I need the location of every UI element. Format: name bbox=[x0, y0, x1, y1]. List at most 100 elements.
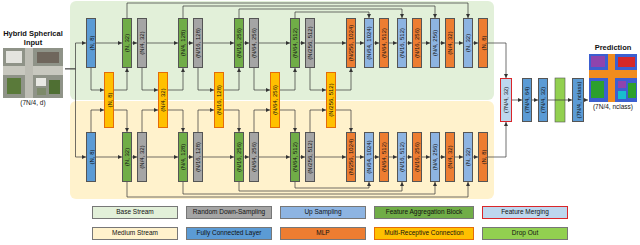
connector bbox=[239, 182, 402, 191]
legend-text: Up Sampling bbox=[304, 209, 341, 216]
block-label: (N/64, 512) bbox=[292, 28, 298, 58]
connector bbox=[280, 68, 295, 90]
feature-aggregation-block: (N/16, 256) bbox=[234, 132, 244, 182]
connector bbox=[224, 110, 239, 132]
block-label: (N/256, 1024) bbox=[348, 25, 354, 62]
feature-aggregation-block: (N/64, 512) bbox=[290, 132, 300, 182]
up-sampling-block: (N, 32) bbox=[463, 132, 473, 182]
block-label: (N/16, 256) bbox=[414, 28, 420, 58]
block-label: (7N/4, 64) bbox=[524, 87, 530, 114]
block-label: (N, 32) bbox=[465, 148, 471, 166]
connector bbox=[280, 110, 295, 132]
point-cloud-patch bbox=[49, 80, 60, 94]
connector bbox=[512, 100, 522, 101]
random-down-sampling-block: (N/4, 32) bbox=[137, 132, 147, 182]
up-sampling-block: (N/64, 1024) bbox=[364, 18, 374, 68]
block-label: (N/64, 512) bbox=[381, 142, 387, 172]
block-label: (7N/4, nclass) bbox=[575, 81, 581, 118]
node-title: Hybrid Spherical Input bbox=[1, 30, 65, 47]
block-label: (N/64, 256) bbox=[272, 85, 278, 115]
legend-text: Feature Aggregation Block bbox=[386, 209, 463, 216]
connector bbox=[254, 68, 270, 90]
block-label: (N, 8) bbox=[480, 150, 486, 165]
block-label: (N/16, 128) bbox=[195, 142, 201, 172]
mlp-block: (N/64, 512) bbox=[379, 18, 389, 68]
connector bbox=[168, 110, 183, 132]
point-cloud-patch bbox=[7, 78, 21, 94]
input-point-cloud bbox=[3, 48, 63, 98]
random-down-sampling-block: (N/256, 512) bbox=[305, 132, 315, 182]
connector bbox=[91, 110, 104, 132]
mlp-block: (N/16, 256) bbox=[412, 18, 422, 68]
point-cloud-patch bbox=[36, 78, 46, 86]
legend-text: Medium Stream bbox=[112, 230, 158, 237]
legend-swatch: Feature Merging bbox=[482, 206, 568, 219]
node-title: Prediction bbox=[588, 44, 638, 53]
fully-connected-block: (N, 8) bbox=[86, 18, 96, 68]
segmentation-patch bbox=[618, 81, 626, 88]
feature-aggregation-block: (N/64, 512) bbox=[290, 18, 300, 68]
connector bbox=[455, 43, 463, 44]
mlp-block: (N/256, 1024) bbox=[346, 18, 356, 68]
up-sampling-block: (N/4, 256) bbox=[430, 132, 440, 182]
legend-swatch: Multi-Receptive Connection bbox=[374, 227, 474, 240]
random-down-sampling-block: (N/64, 256) bbox=[249, 18, 259, 68]
connector bbox=[488, 122, 506, 157]
connector bbox=[147, 43, 178, 44]
connector bbox=[356, 43, 364, 44]
segmentation-patch bbox=[589, 54, 637, 102]
mlp-block: (N, 8) bbox=[478, 18, 488, 68]
block-label: (N/16, 512) bbox=[399, 28, 405, 58]
shape-label: (7N/4, nclass) bbox=[588, 103, 638, 111]
mlp-block: (N/64, 512) bbox=[379, 132, 389, 182]
block-label: (N/64, 512) bbox=[381, 28, 387, 58]
connector bbox=[336, 110, 351, 132]
connector bbox=[259, 43, 290, 44]
legend-swatch: Fully Connected Layer bbox=[186, 227, 272, 240]
segmentation-patch bbox=[608, 54, 615, 102]
block-label: (N/4, 256) bbox=[432, 30, 438, 57]
point-cloud-patch bbox=[37, 52, 59, 63]
up-sampling-block: (N/64, 1024) bbox=[364, 132, 374, 182]
block-label: (N/256, 512) bbox=[307, 140, 313, 173]
block-label: (N/64, 256) bbox=[251, 28, 257, 58]
block-label: (N/4, 256) bbox=[432, 144, 438, 171]
legend-text: MLP bbox=[316, 230, 329, 237]
segmentation-patch bbox=[618, 57, 635, 67]
point-cloud-patch bbox=[6, 51, 22, 63]
block-label: (N/4, 32) bbox=[447, 31, 453, 54]
connector bbox=[259, 157, 290, 158]
feature-aggregation-block: (N, 32) bbox=[122, 18, 132, 68]
prediction-node: Prediction (7N/4, nclass) bbox=[588, 44, 638, 111]
mlp-block: (N/256, 1024) bbox=[346, 132, 356, 182]
connector bbox=[315, 43, 346, 44]
block-label: (N/64, 256) bbox=[251, 142, 257, 172]
legend-swatch: Up Sampling bbox=[280, 206, 366, 219]
connector bbox=[224, 68, 239, 90]
legend-text: Drop Out bbox=[512, 230, 538, 237]
block-label: (N, 8) bbox=[88, 36, 94, 51]
fully-connected-block: (7N/4, 64) bbox=[522, 78, 532, 122]
block-label: (N/16, 128) bbox=[195, 28, 201, 58]
legend-text: Multi-Receptive Connection bbox=[384, 230, 463, 237]
mlp-block: (N/4, 32) bbox=[445, 132, 455, 182]
random-down-sampling-block: (N/64, 256) bbox=[249, 132, 259, 182]
up-sampling-block: (N/16, 512) bbox=[397, 132, 407, 182]
block-label: (N/64, 512) bbox=[292, 142, 298, 172]
legend-swatch: MLP bbox=[280, 227, 366, 240]
block-label: (N/64, 1024) bbox=[366, 140, 372, 173]
connector bbox=[455, 157, 463, 158]
random-down-sampling-block: (N/16, 128) bbox=[193, 132, 203, 182]
legend-swatch: Base Stream bbox=[92, 206, 178, 219]
point-cloud-patch bbox=[37, 88, 46, 95]
fully-connected-block: (7N/4, nclass) bbox=[572, 78, 584, 122]
legend-swatch: Medium Stream bbox=[92, 227, 178, 240]
connector bbox=[239, 9, 402, 18]
legend-text: Base Stream bbox=[116, 209, 154, 216]
connector bbox=[114, 68, 127, 90]
feature-aggregation-block: (N, 32) bbox=[122, 132, 132, 182]
connector bbox=[127, 182, 468, 197]
connector bbox=[65, 43, 86, 69]
segmentation-patch bbox=[591, 81, 604, 98]
fully-connected-block: (7N/4, 32) bbox=[538, 78, 548, 122]
